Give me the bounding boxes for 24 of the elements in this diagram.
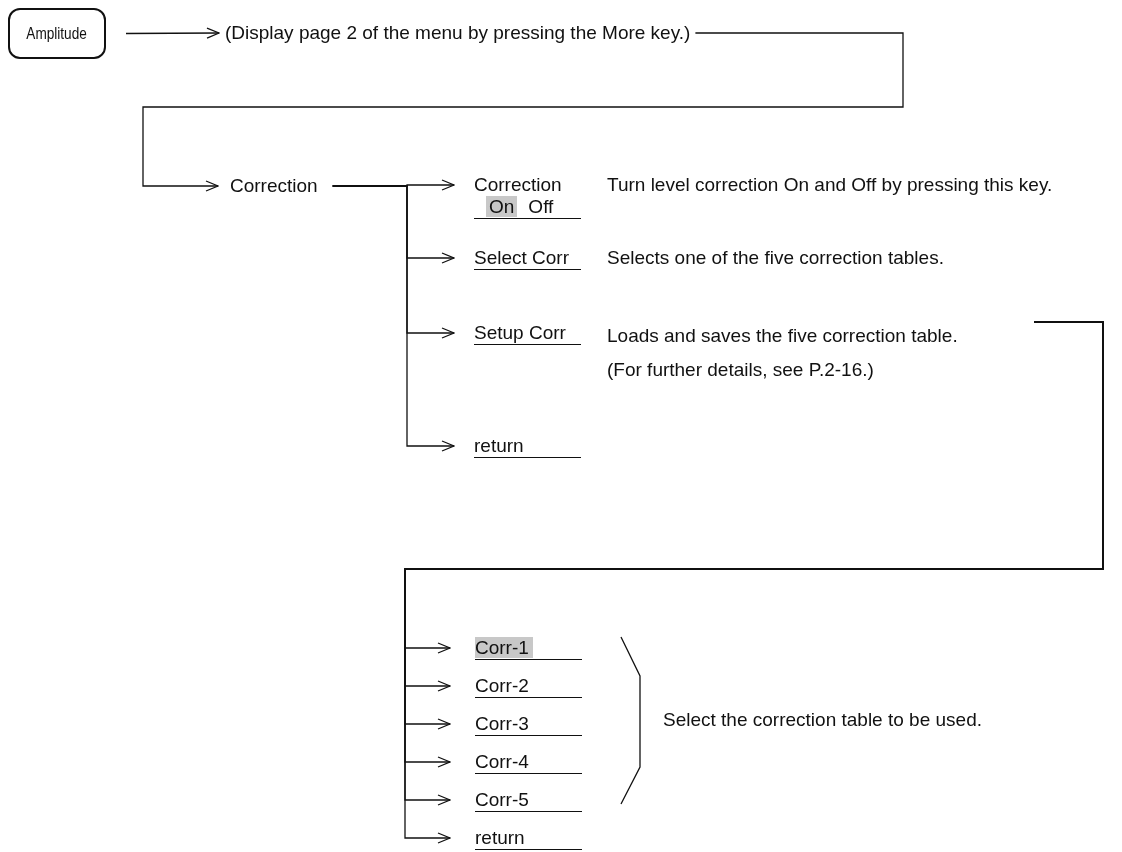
softkey-label: return bbox=[475, 827, 525, 848]
softkey-label: Corr-5 bbox=[475, 789, 529, 810]
menu-text: Correction bbox=[230, 175, 318, 197]
state-option: Off bbox=[525, 196, 557, 217]
softkey-label: Select Corr bbox=[474, 247, 570, 268]
softkey-label: Setup Corr bbox=[474, 322, 566, 343]
softkey-label: return bbox=[474, 435, 524, 456]
key-box bbox=[8, 8, 106, 59]
softkey-label: Corr-1 bbox=[475, 637, 533, 658]
softkey-label: Corr-2 bbox=[475, 675, 529, 696]
note-text: Select the correction table to be used. bbox=[663, 709, 982, 731]
menu-text: (Display page 2 of the menu by pressing the More key.) bbox=[225, 22, 691, 44]
description-text: (For further details, see P.2-16.) bbox=[607, 359, 874, 381]
state-option: On bbox=[486, 196, 518, 217]
description-text: Loads and saves the five correction table. bbox=[607, 325, 958, 347]
softkey-label: Corr-3 bbox=[475, 713, 529, 734]
note-text: Turn level correction On and Off by pressing this key. bbox=[607, 174, 1053, 196]
description-text: Selects one of the five correction tables. bbox=[607, 247, 944, 269]
arrow bbox=[332, 185, 455, 452]
softkey-label: Correction bbox=[474, 174, 562, 195]
arrow bbox=[125, 27, 220, 39]
arrow bbox=[142, 32, 904, 192]
softkey-label: Corr-4 bbox=[475, 751, 529, 772]
key-label: Amplitude bbox=[26, 24, 88, 43]
